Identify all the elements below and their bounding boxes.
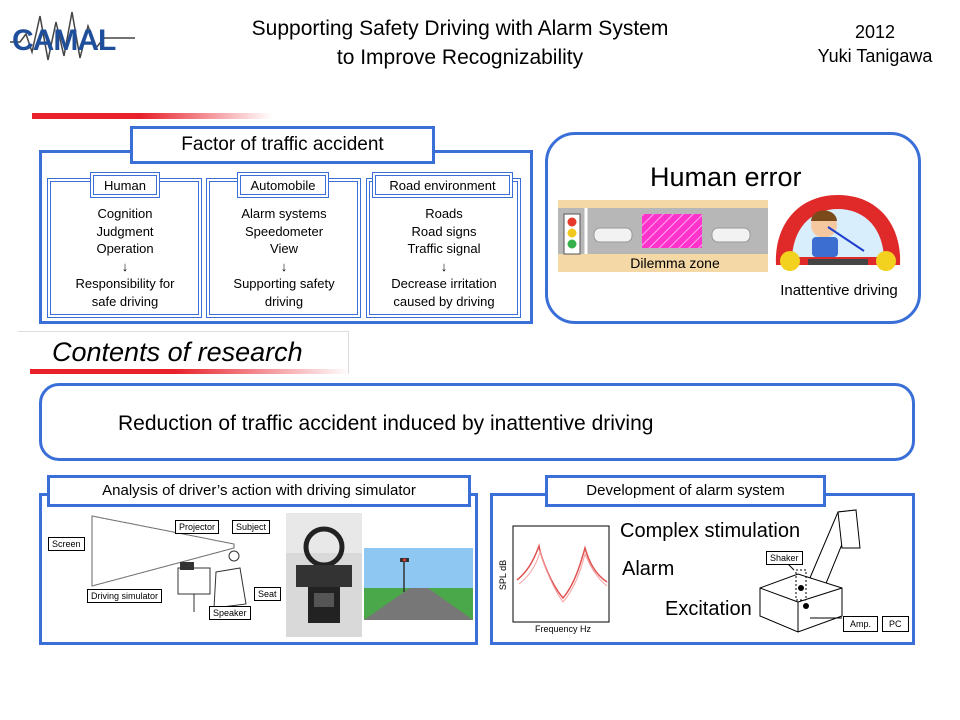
analysis-title: Analysis of driver’s action with driving… (47, 475, 471, 507)
label-pc: PC (882, 616, 909, 632)
inattentive-caption: Inattentive driving (780, 282, 898, 299)
list-item: Responsibility for (75, 276, 175, 291)
list-item: Traffic signal (407, 241, 481, 256)
logo: CAMAL (10, 8, 135, 68)
alarm-text: Alarm (622, 558, 675, 580)
projector-icon (180, 562, 194, 570)
column-body-road: Roads Road signs Traffic signal ↓ Decrea… (369, 205, 519, 310)
shaker-icon (795, 569, 807, 601)
column-body-automobile: Alarm systems Speedometer View ↓ Support… (209, 205, 359, 310)
dilemma-zone-illustration (558, 200, 768, 272)
label-speaker: Speaker (209, 606, 251, 620)
spectrum-curve (516, 543, 608, 600)
label-amp: Amp. (843, 616, 879, 632)
list-item: Judgment (96, 223, 154, 239)
list-item: Operation (96, 241, 154, 256)
label-projector: Projector (175, 520, 220, 534)
label-subject: Subject (232, 520, 271, 534)
road-view-image (364, 548, 473, 620)
column-body-human: Cognition Judgment Operation ↓ Responsib… (50, 205, 200, 310)
list-item: driving (264, 293, 304, 309)
spectrum-xlabel: Frequency Hz (534, 624, 592, 634)
dilemma-zone-area (642, 214, 702, 248)
arrow-down-icon: ↓ (280, 258, 288, 274)
excitation-text: Excitation (665, 598, 752, 620)
human-error-title: Human error (650, 162, 802, 192)
contents-heading: Contents of research (52, 337, 303, 367)
complex-stimulation-text: Complex stimulation (620, 520, 801, 542)
spectrum-plot (497, 522, 613, 638)
simulator-photo (286, 513, 362, 637)
column-head-road: Road environment (372, 172, 513, 198)
list-item: Road signs (411, 223, 477, 239)
factor-title: Factor of traffic accident (130, 126, 435, 164)
label-screen: Screen (48, 537, 85, 551)
goal-panel (39, 383, 915, 461)
logo-text: CAMAL (12, 24, 116, 57)
seat-base-shape (759, 573, 843, 633)
title-line-1: Supporting Safety Driving with Alarm Sys… (251, 17, 669, 40)
list-item: Cognition (97, 206, 153, 221)
factor-column-road (366, 178, 521, 318)
column-head-human: Human (90, 172, 160, 198)
author: Yuki Tanigawa (817, 46, 933, 66)
arrow-down-icon: ↓ (440, 258, 448, 274)
section-divider-middle (30, 369, 350, 374)
label-simulator: Driving simulator (87, 589, 163, 603)
arrow-down-icon: ↓ (121, 258, 129, 274)
logo-wave-icon (10, 11, 135, 61)
list-item: Roads (425, 206, 463, 221)
alarm-title: Development of alarm system (545, 475, 826, 507)
year: 2012 (854, 22, 896, 42)
list-item: Decrease irritation (391, 276, 497, 291)
list-item: Alarm systems (241, 206, 327, 221)
list-item: Supporting safety (233, 276, 335, 291)
seat-icon (213, 567, 247, 609)
list-item: caused by driving (393, 293, 495, 309)
simulator-cabin-icon (177, 567, 211, 595)
subject-head-icon (228, 550, 240, 562)
page-title: Supporting Safety Driving with Alarm Sys… (200, 14, 720, 72)
column-head-automobile: Automobile (237, 172, 329, 198)
goal-text: Reduction of traffic accident induced by… (118, 412, 654, 435)
seat-shaker-diagram (758, 506, 910, 640)
list-item: Speedometer (244, 223, 324, 239)
list-item: safe driving (91, 293, 159, 309)
contents-heading-frame (18, 331, 349, 374)
section-divider-top (32, 113, 272, 119)
label-seat: Seat (254, 587, 281, 601)
car-icon (593, 227, 751, 243)
dilemma-zone-label: Dilemma zone (630, 255, 720, 271)
label-shaker: Shaker (766, 551, 803, 565)
simulator-diagram (44, 512, 289, 637)
title-line-2: to Improve Recognizability (336, 46, 584, 69)
spectrum-ylabel: SPL dB (498, 559, 508, 591)
driver-illustration (768, 185, 908, 277)
list-item: View (270, 241, 298, 256)
gaze-line (827, 226, 865, 252)
author-block: 2012 Yuki Tanigawa (790, 20, 960, 68)
